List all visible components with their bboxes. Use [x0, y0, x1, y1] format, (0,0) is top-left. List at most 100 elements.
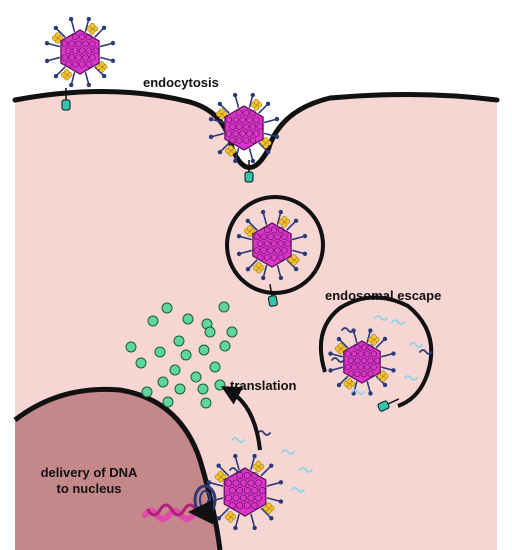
translated-proteins [125, 301, 238, 409]
protein-dot [147, 315, 159, 327]
fiber-knob [252, 525, 257, 531]
fiber-knob [250, 92, 255, 98]
fiber-knob [110, 58, 116, 63]
fiber-knob [382, 336, 388, 342]
penton-flower-icon [263, 502, 275, 514]
fiber-knob [269, 516, 274, 521]
protein-dot [174, 383, 186, 395]
fiber-knob [216, 516, 221, 521]
capsid-fragment [404, 375, 418, 381]
fiber-stalk [250, 513, 256, 529]
penton-flower-icon [224, 511, 237, 523]
fiber-knob [252, 453, 257, 459]
fiber-knob [208, 134, 214, 140]
fiber-knob [236, 234, 242, 239]
penton-flower-icon [368, 334, 380, 346]
fiber-knob [265, 149, 271, 155]
fiber-knob [278, 480, 284, 485]
fiber-stalk [260, 507, 272, 519]
fiber-stalk [291, 249, 306, 255]
fiber-knob [44, 58, 50, 64]
fiber-knob [328, 351, 333, 356]
endocytosis-label: endocytosis [143, 75, 219, 90]
fiber-knob [101, 25, 107, 31]
fiber-knob [274, 116, 280, 122]
protein-dot [182, 313, 194, 325]
fiber-knob [274, 134, 280, 139]
fiber-knob [265, 101, 271, 107]
virion-group [44, 16, 396, 531]
fiber-stalk [266, 481, 282, 487]
fiber-knob [302, 251, 308, 256]
protein-dot [169, 364, 181, 376]
fiber-knob [53, 25, 59, 31]
fiber-stalk [286, 259, 297, 270]
fiber-knob [233, 158, 238, 164]
translation-arrow [221, 386, 262, 451]
fiber-stalk [94, 27, 105, 38]
protein-dot [200, 397, 212, 409]
protein-dot [204, 326, 216, 338]
capsid-fragment [419, 349, 433, 355]
fiber-stalk [99, 56, 114, 62]
penton-flower-icon [250, 99, 263, 111]
capsid-fragment [299, 467, 313, 473]
fiber-knob [336, 336, 342, 342]
fiber-knob [44, 41, 50, 46]
penton-flower-icon [86, 23, 99, 35]
penton-flower-icon [214, 471, 227, 483]
delivery-label-line1: delivery of DNA [41, 465, 138, 480]
capsid-fragment [291, 487, 305, 493]
fiber-knob [382, 382, 388, 388]
fiber-knob [245, 218, 251, 224]
penton-flower-icon [288, 254, 300, 266]
capsid-fragment [257, 430, 271, 436]
fiber-knob [302, 233, 308, 239]
receptor-group [61, 88, 400, 412]
viral-dna-icon [142, 508, 196, 522]
protein-dot [226, 326, 238, 338]
protein-dot [218, 301, 230, 313]
penton-flower-icon [253, 262, 265, 274]
translation-label: translation [230, 378, 297, 393]
fiber-knob [293, 218, 299, 224]
fiber-knob [278, 209, 283, 215]
fiber-knob [101, 73, 107, 79]
virion-in-endosome [236, 209, 308, 281]
viral-dna-strand-icon [146, 503, 198, 517]
fiber-stalk [262, 264, 268, 279]
fiber-stalk [263, 118, 278, 124]
fiber-knob [336, 382, 342, 388]
fiber-stalk [258, 142, 269, 153]
fiber-knob [269, 463, 274, 468]
capsid-fragment [341, 327, 355, 333]
virion-attached [44, 16, 116, 88]
fiber-knob [232, 92, 238, 98]
capsid-fragment [229, 467, 243, 473]
protein-dot [214, 379, 226, 391]
protein-dot [161, 302, 173, 314]
endosomal-escape-label: endosomal escape [325, 288, 441, 303]
receptor [377, 398, 400, 412]
fiber-stalk [55, 66, 66, 77]
fiber-knob [261, 275, 266, 281]
protein-dot [190, 371, 202, 383]
protein-dot [135, 357, 147, 369]
penton-flower-icon [252, 460, 265, 473]
protein-dot [162, 396, 174, 408]
fiber-knob [68, 16, 74, 22]
penton-flower-icon [260, 137, 272, 149]
fiber-stalk [291, 235, 306, 241]
fiber-stalk [276, 264, 282, 279]
protein-dot [180, 349, 192, 361]
capsid-fragment [391, 319, 405, 325]
protein-dot [157, 376, 169, 388]
fiber-knob [236, 251, 242, 257]
penton-flower-icon [377, 370, 389, 382]
fiber-knob [86, 16, 91, 22]
nucleus [15, 389, 220, 550]
receptor [61, 88, 71, 111]
protein-dot [141, 386, 153, 398]
penton-flower-icon [215, 108, 228, 120]
